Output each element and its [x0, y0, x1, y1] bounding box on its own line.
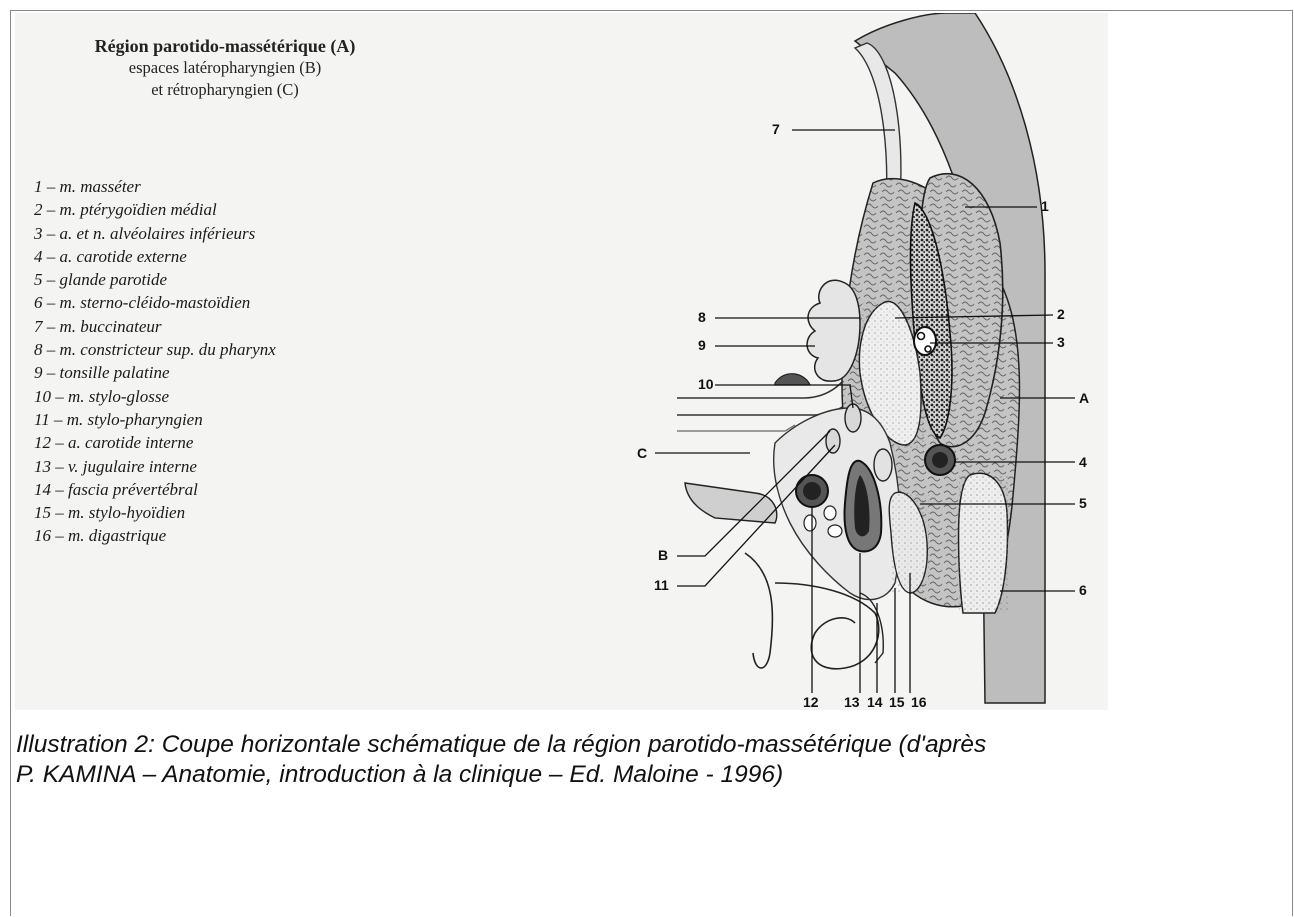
label-4: 4 — [1079, 454, 1087, 470]
anatomical-figure: Région parotido-massétérique (A) espaces… — [15, 13, 1108, 710]
label-B: B — [658, 547, 668, 563]
label-12: 12 — [803, 694, 819, 710]
label-6: 6 — [1079, 582, 1087, 598]
caption-line1: Illustration 2: Coupe horizontale schéma… — [16, 730, 1286, 760]
label-2: 2 — [1057, 306, 1065, 322]
label-15: 15 — [889, 694, 905, 710]
label-7: 7 — [772, 121, 780, 137]
stylohyoid-muscle — [874, 449, 892, 481]
label-14: 14 — [867, 694, 883, 710]
palatine-tonsil — [807, 280, 860, 381]
label-11: 11 — [654, 577, 669, 593]
label-8: 8 — [698, 309, 706, 325]
label-A: A — [1079, 390, 1089, 406]
cross-section-diagram: 7 1 8 2 9 3 10 A C 4 5 B 11 6 12 13 14 1… — [15, 13, 1108, 710]
label-13: 13 — [844, 694, 860, 710]
label-C: C — [637, 445, 647, 461]
label-3: 3 — [1057, 334, 1065, 350]
figure-caption: Illustration 2: Coupe horizontale schéma… — [16, 730, 1286, 790]
vertebral-process — [685, 483, 777, 523]
label-1: 1 — [1041, 198, 1049, 214]
label-5: 5 — [1079, 495, 1087, 511]
label-10: 10 — [698, 376, 714, 392]
styloglossus-muscle — [845, 404, 861, 432]
caption-line2: P. KAMINA – Anatomie, introduction à la … — [16, 760, 1286, 790]
label-9: 9 — [698, 337, 706, 353]
label-16: 16 — [911, 694, 927, 710]
